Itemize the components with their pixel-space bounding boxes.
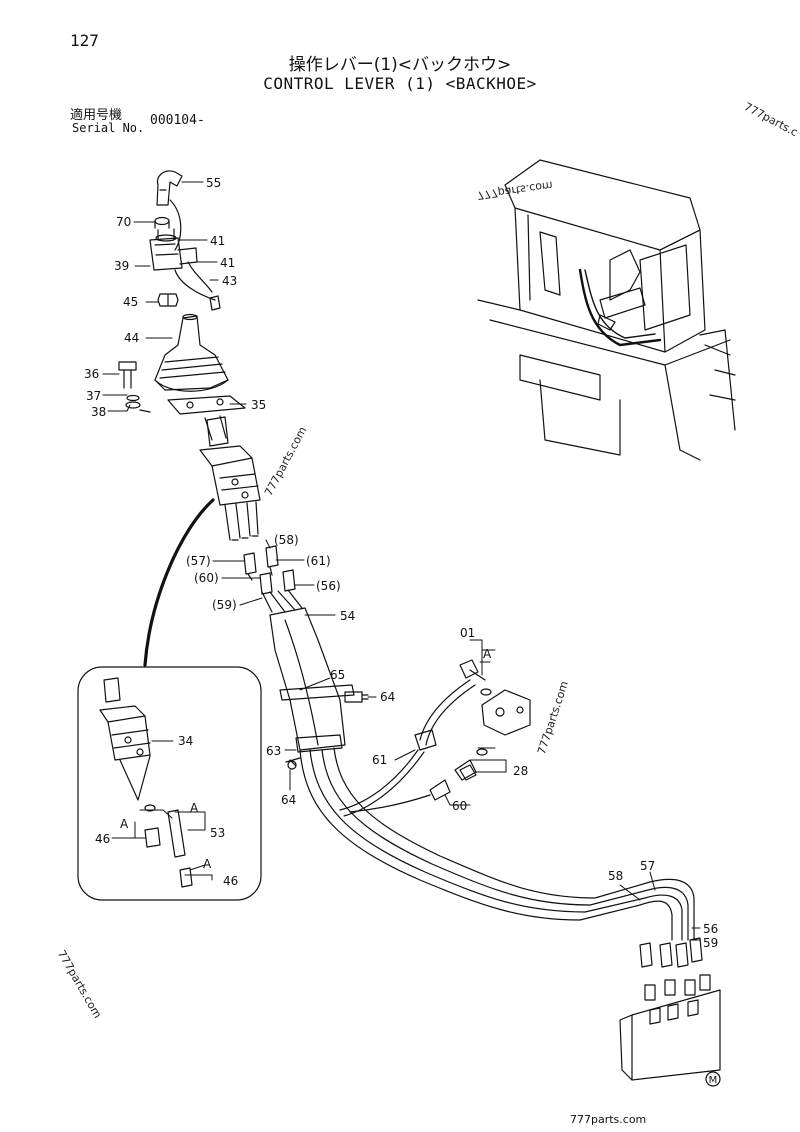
callout-59: 59 — [703, 936, 718, 950]
hose-bundle — [261, 589, 695, 941]
callout-38: 38 — [91, 405, 106, 419]
callout-61: 61 — [372, 753, 387, 767]
callout-46: 46 — [223, 874, 238, 888]
callout-58: 58 — [608, 869, 623, 883]
rubber-boot — [154, 313, 229, 392]
callout-a: A — [120, 817, 129, 831]
callout-53: 53 — [210, 826, 225, 840]
serial-label-japanese: 適用号機 — [70, 108, 123, 123]
callout-56: 56 — [703, 922, 718, 936]
callout-01: 01 — [460, 626, 475, 640]
callout-70: 70 — [116, 215, 131, 229]
callout-39: 39 — [114, 259, 129, 273]
callout-64: 64 — [380, 690, 395, 704]
page-number: 127 — [70, 31, 99, 50]
inset-detail-box — [77, 666, 262, 901]
control-valve-bottom — [619, 937, 721, 1081]
excavator-cab-illustration — [477, 159, 736, 461]
inset-leader — [143, 498, 215, 667]
pilot-valve — [167, 395, 261, 541]
callout-56: (56) — [316, 579, 341, 593]
leader-lines — [102, 181, 701, 941]
bolt-and-washers — [118, 361, 151, 413]
callout-28: 28 — [513, 764, 528, 778]
page-title-english: CONTROL LEVER (1) <BACKHOE> — [263, 74, 537, 93]
callout-61: (61) — [306, 554, 331, 568]
callout-34: 34 — [178, 734, 193, 748]
callout-60: 60 — [452, 799, 467, 813]
callout-55: 55 — [206, 176, 221, 190]
callout-65: 65 — [330, 668, 345, 682]
hoses-61-60 — [339, 659, 531, 817]
callout-37: 37 — [86, 389, 101, 403]
serial-number-value: 000104- — [150, 113, 205, 128]
callout-64: 64 — [281, 793, 296, 807]
callout-a: A — [190, 801, 199, 815]
callout-35: 35 — [251, 398, 266, 412]
model-mark-circle — [705, 1071, 721, 1087]
callout-36: 36 — [84, 367, 99, 381]
callout-57: 57 — [640, 859, 655, 873]
callout-41: 41 — [220, 256, 235, 270]
callout-57: (57) — [186, 554, 211, 568]
page-title-japanese: 操作レバー(1)<バックホウ> — [288, 55, 512, 75]
callout-54: 54 — [340, 609, 355, 623]
serial-label-english: Serial No. — [72, 121, 145, 135]
hose-fittings — [243, 545, 296, 595]
callout-45: 45 — [123, 295, 138, 309]
model-mark: M — [709, 1075, 718, 1086]
callout-58: (58) — [274, 533, 299, 547]
callout-60: (60) — [194, 571, 219, 585]
callout-43: 43 — [222, 274, 237, 288]
inset-valve — [99, 677, 193, 888]
callout-63: 63 — [266, 744, 281, 758]
callout-59: (59) — [212, 598, 237, 612]
callout-46: 46 — [95, 832, 110, 846]
callout-a: A — [203, 857, 212, 871]
footer-watermark: 777parts.com — [570, 1113, 647, 1126]
callout-labels: 55 70 41 39 41 43 45 44 36 37 38 35 (58)… — [84, 176, 718, 950]
callout-44: 44 — [124, 331, 139, 345]
callout-41: 41 — [210, 234, 225, 248]
callout-a: A — [483, 647, 492, 661]
